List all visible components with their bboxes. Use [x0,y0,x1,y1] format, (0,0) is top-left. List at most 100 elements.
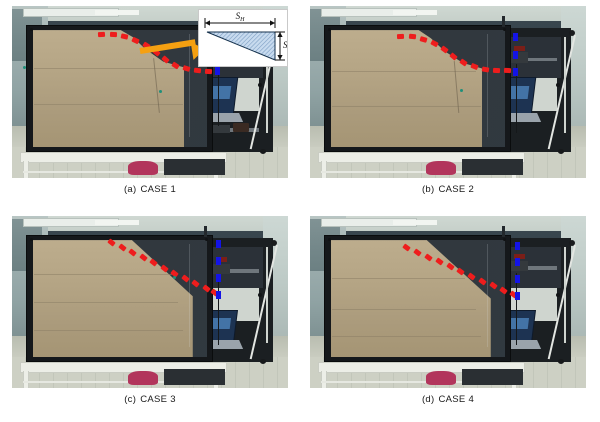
cable-3 [217,276,219,345]
blue-marker [216,239,221,248]
bay-knob [555,83,560,88]
blue-marker [515,291,520,300]
rail-carriage [210,124,231,134]
red-marker [97,32,106,38]
rail-carriage [508,52,529,63]
frame-bolt-tl [327,237,331,241]
sand-layer-line-1 [34,67,178,69]
sand-layer-line-2 [34,104,184,106]
caption-b: (b)CASE 2 [310,184,586,195]
sand-layer-line-2 [332,308,476,310]
sand-layer-line-3 [34,329,184,331]
sv-arrow-top [277,32,283,37]
support-table-leg-left [321,370,328,388]
support-table-top [20,152,227,163]
red-marker [481,66,489,73]
blue-marker [513,50,518,59]
under-table-shadow [163,369,225,385]
sand-layer-line-1 [332,277,465,279]
bay-knob [257,293,262,298]
top-post [203,226,207,237]
glass-reflection [188,33,190,137]
vertical-pole [265,246,268,344]
caption-d-text: CASE 4 [438,394,475,405]
sh-arrow-right [270,20,275,26]
pink-bag-under-table [127,160,159,175]
under-table-shadow [461,159,523,175]
panel-c: (c)CASE 3 [12,216,288,416]
caption-a: (a)CASE 1 [12,184,288,195]
cable-3 [515,64,517,134]
support-table-leg-left [23,370,30,388]
arrow-shaft [139,39,196,54]
blue-marker [513,67,518,76]
caption-d-tag: (d) [421,394,435,405]
tripod-foot [260,148,267,154]
lab-scene-d [310,216,586,388]
caption-c-text: CASE 3 [140,394,176,405]
support-table-top [318,362,525,373]
teal-target-marker [159,90,162,93]
frame-bolt-tl [29,237,33,241]
photo-case-3 [12,216,288,388]
pink-bag-under-table [425,370,457,385]
ceiling-light-2 [94,10,139,16]
ceiling-light-2 [392,10,437,16]
actuator-motor [232,122,250,132]
inset-schematic-svg: SH SV [204,11,287,61]
support-table-rail [23,171,225,174]
pink-bag-under-table [425,160,457,175]
lab-scene-b [310,6,586,178]
sv-arrow-bottom [277,55,283,60]
blue-marker [515,241,520,250]
bay-knob [257,83,262,88]
caption-a-tag: (a) [123,184,137,195]
tripod-head [569,240,576,247]
red-marker [408,33,417,40]
tripod-head [271,240,278,247]
support-table-rail [321,381,523,384]
panel-b: (b)CASE 2 [310,6,586,206]
red-marker [492,67,501,74]
photo-case-1: SH SV [12,6,288,178]
caption-d: (d)CASE 4 [310,394,586,405]
sh-label-main: S [236,11,241,21]
red-marker [205,68,213,74]
support-table-leg-left [321,160,328,178]
caption-c: (c)CASE 3 [12,394,288,405]
frame-bolt-tr [205,237,209,241]
sand-layer-line-1 [34,274,173,276]
blue-marker [216,273,221,282]
red-marker [109,31,117,38]
motor-indicator [514,253,526,259]
lab-scene-c [12,216,288,388]
blue-marker [513,33,518,42]
support-table-top [318,152,525,163]
teal-target-marker [23,66,26,69]
support-table-rail [321,171,523,174]
tripod-foot [558,358,565,364]
cable-3 [217,40,219,127]
motor-indicator [216,257,228,263]
sv-label-main: S [283,40,287,50]
glass-reflection [486,243,488,347]
under-table-shadow [461,369,523,385]
sh-label-sub: H [239,17,245,23]
vertical-pole [563,36,566,134]
top-post [501,16,505,27]
rail-carriage [210,264,231,275]
frame-bolt-tl [29,27,33,31]
frame-bolt-tr [503,27,507,31]
vertical-pole [563,246,566,344]
failure-wedge [206,31,276,61]
under-table-shadow [163,159,225,175]
tripod-head [569,30,576,37]
tripod-foot [260,358,267,364]
blue-marker [515,275,520,284]
glass-reflection [486,33,488,137]
sand-layer-line-2 [34,302,178,303]
sand-layer-line-1 [332,71,476,73]
ceiling-light-2 [392,220,437,226]
cable-3 [515,272,517,345]
